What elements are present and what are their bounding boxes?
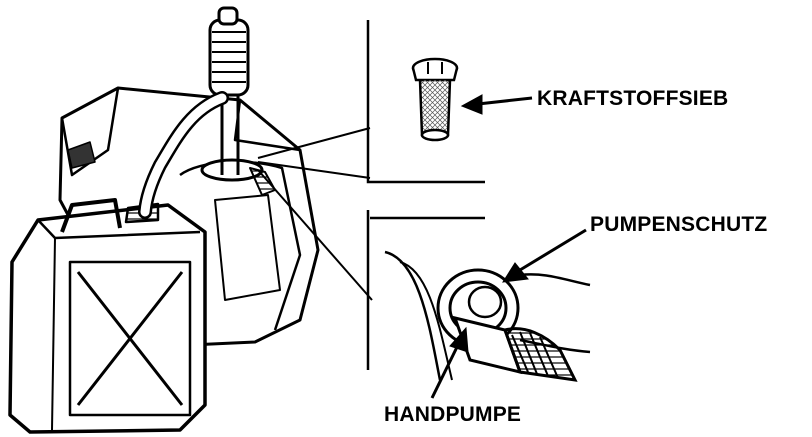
leader-arrows [430, 94, 587, 399]
pump-guard-detail [380, 250, 591, 382]
hand-pump-drawing [138, 6, 373, 301]
arrow-strainer-icon [460, 94, 483, 115]
arrow-guard-icon [502, 262, 529, 283]
arrow-pump-icon [449, 326, 469, 353]
callout-frame [366, 20, 485, 370]
jerry-can-drawing [8, 198, 207, 434]
label-fuel-strainer: KRAFTSTOFFSIEB [537, 87, 729, 110]
label-pump-guard: PUMPENSCHUTZ [590, 213, 768, 236]
label-hand-pump: HANDPUMPE [384, 403, 522, 426]
fuel-strainer-drawing [411, 57, 459, 142]
